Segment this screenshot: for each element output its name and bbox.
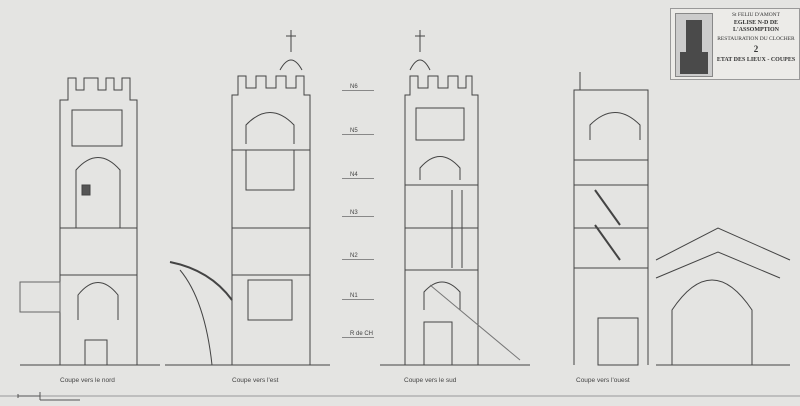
- section-east: [165, 30, 330, 366]
- level-n5: N5: [342, 128, 374, 135]
- caption-west: Coupe vers l'ouest: [576, 377, 630, 384]
- project-name: RESTAURATION DU CLOCHER: [717, 36, 795, 43]
- caption-east: Coupe vers l'est: [232, 377, 279, 384]
- tower-photo: [675, 13, 713, 77]
- caption-north: Coupe vers le nord: [60, 377, 115, 384]
- caption-south: Coupe vers le sud: [404, 377, 457, 384]
- level-ground: R de CH: [342, 331, 374, 338]
- sheet-title: ETAT DES LIEUX - COUPES: [716, 56, 796, 63]
- church-name: EGLISE N-D DE L'ASSOMPTION: [732, 20, 779, 34]
- title-block: St FELIU D'AMONT EGLISE N-D DE L'ASSOMPT…: [670, 8, 800, 80]
- section-west: [573, 72, 791, 366]
- level-n3: N3: [342, 210, 374, 217]
- section-north: [19, 77, 160, 366]
- sheet-number: 2: [753, 44, 759, 55]
- place-name: St FELIU D'AMONT: [731, 12, 781, 18]
- scale-bar: [17, 392, 80, 401]
- section-south: [380, 30, 530, 366]
- level-n1: N1: [342, 293, 374, 300]
- level-n2: N2: [342, 253, 374, 260]
- level-n4: N4: [342, 172, 374, 179]
- level-n6: N6: [342, 84, 374, 91]
